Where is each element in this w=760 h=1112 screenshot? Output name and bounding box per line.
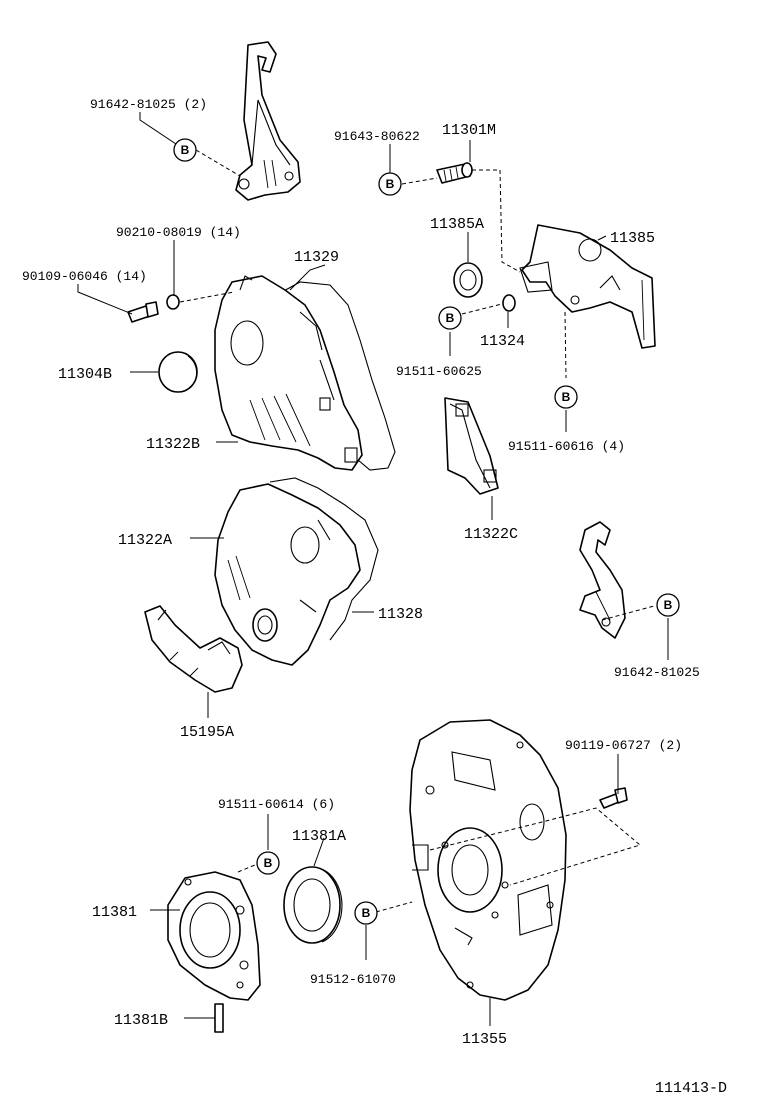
label-91643-80622: 91643-80622 [334, 129, 420, 144]
figure-code: 111413-D [655, 1080, 727, 1097]
spacer-11324 [502, 294, 516, 312]
svg-text:B: B [386, 177, 395, 191]
label-11381: 11381 [92, 904, 137, 921]
label-11322A: 11322A [118, 532, 172, 549]
label-11304B: 11304B [58, 366, 112, 383]
oil-seal-11381A [283, 866, 343, 944]
label-91642-81025-2: 91642-81025 (2) [90, 97, 207, 112]
label-91512-61070: 91512-61070 [310, 972, 396, 987]
engine-hanger-top-left [235, 41, 301, 201]
bolt-90119-06727 [599, 787, 628, 809]
label-91511-60614: 91511-60614 (6) [218, 797, 335, 812]
ref-marker-5: B [656, 593, 680, 617]
label-90109-06046: 90109-06046 (14) [22, 269, 147, 284]
svg-text:B: B [181, 143, 190, 157]
washer-90210-08019 [166, 294, 180, 310]
label-91511-60625: 91511-60625 [396, 364, 482, 379]
label-11322B: 11322B [146, 436, 200, 453]
ref-marker-2: B [378, 172, 402, 196]
label-11355: 11355 [462, 1031, 507, 1048]
upper-timing-cover-11322B [214, 275, 396, 471]
leader-lines [77, 112, 669, 1026]
label-91642-81025: 91642-81025 [614, 665, 700, 680]
cover-plate-11385 [519, 224, 656, 349]
label-11385A: 11385A [430, 216, 484, 233]
label-91511-60616: 91511-60616 (4) [508, 439, 625, 454]
lower-timing-cover-11322A [214, 477, 379, 666]
oil-seal-11385A [453, 262, 483, 298]
ref-marker-7: B [354, 901, 378, 925]
ref-marker-3: B [438, 306, 462, 330]
pin-11381B [214, 1003, 224, 1033]
part-labels: 91642-81025 (2) 91643-80622 11301M 90210… [22, 97, 727, 1097]
label-11385: 11385 [610, 230, 655, 247]
ref-marker-6: B [256, 851, 280, 875]
stud-bolt-11301M [436, 162, 473, 184]
label-11322C: 11322C [464, 526, 518, 543]
svg-text:B: B [362, 906, 371, 920]
svg-text:B: B [664, 598, 673, 612]
label-11324: 11324 [480, 333, 525, 350]
label-11381A: 11381A [292, 828, 346, 845]
bolt-90109-06046 [127, 301, 159, 323]
belt-guide-15195A [144, 605, 243, 693]
label-11301M: 11301M [442, 122, 496, 139]
reference-markers: B B B B B B B [173, 138, 680, 925]
label-90119-06727: 90119-06727 (2) [565, 738, 682, 753]
label-11329: 11329 [294, 249, 339, 266]
seal-retainer-11381 [167, 871, 261, 1001]
label-15195A: 15195A [180, 724, 234, 741]
cover-bracket-11322C [444, 397, 499, 495]
engine-hanger-lower-right [579, 521, 626, 639]
label-11328: 11328 [378, 606, 423, 623]
svg-text:B: B [562, 390, 571, 404]
svg-text:B: B [446, 311, 455, 325]
label-90210-08019: 90210-08019 (14) [116, 225, 241, 240]
plug-11304B [158, 351, 198, 393]
end-plate-11355 [409, 719, 567, 1001]
svg-text:B: B [264, 856, 273, 870]
ref-marker-4: B [554, 385, 578, 409]
ref-marker-1: B [173, 138, 197, 162]
label-11381B: 11381B [114, 1012, 168, 1029]
